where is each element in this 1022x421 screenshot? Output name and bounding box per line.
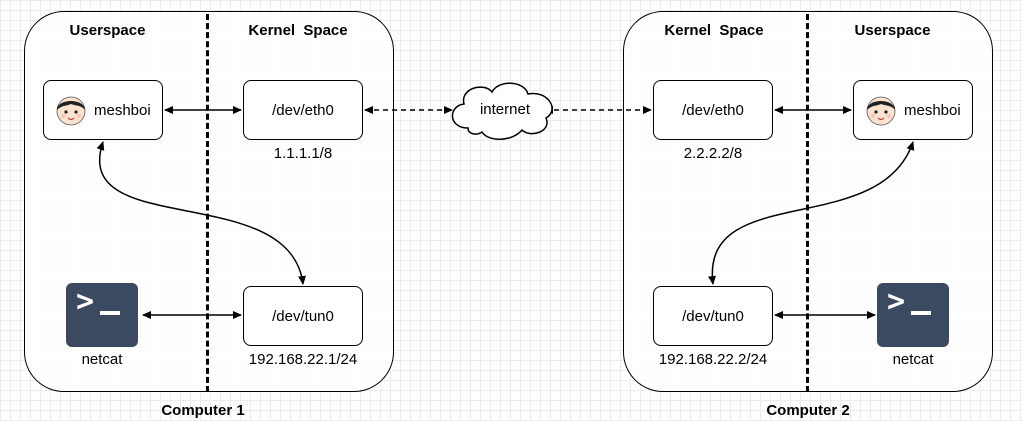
computer-2-tun0-label: /dev/tun0 [682, 307, 744, 325]
computer-1-meshboi-label: meshboi [94, 101, 151, 119]
terminal-prompt-glyph: > [76, 284, 95, 319]
computer-2-eth0-node: /dev/eth0 [653, 80, 773, 140]
computer-2-label: Computer 2 [766, 402, 850, 419]
internet-label: internet [479, 101, 531, 118]
computer-1-terminal-icon: > [66, 283, 138, 347]
computer-1-userspace-label: Userspace [69, 22, 146, 39]
terminal-cursor-glyph [911, 311, 931, 315]
computer-2-tun0-node: /dev/tun0 [653, 286, 773, 346]
link-meshboi1-tun0 [96, 141, 306, 285]
computer-1-eth0-node: /dev/eth0 [243, 80, 363, 140]
computer-1-tun0-ip: 192.168.22.1/24 [248, 351, 358, 368]
computer-1-tun0-node: /dev/tun0 [243, 286, 363, 346]
computer-2-tun0-ip: 192.168.22.2/24 [658, 351, 768, 368]
boy-avatar-icon [866, 96, 896, 126]
terminal-prompt-glyph: > [887, 284, 906, 319]
link-meshboi2-tun0 [708, 141, 915, 285]
computer-2-meshboi-label: meshboi [904, 101, 961, 119]
cloud-icon [451, 82, 553, 140]
computer-2-eth0-label: /dev/eth0 [682, 101, 744, 119]
computer-2-terminal-icon: > [877, 283, 949, 347]
computer-1-label: Computer 1 [161, 402, 245, 419]
terminal-cursor-glyph [100, 311, 120, 315]
computer-2-netcat-label: netcat [892, 351, 934, 368]
computer-1-kernel-space-label: Kernel Space [248, 22, 348, 39]
boy-avatar-icon [56, 96, 86, 126]
computer-1-eth0-label: /dev/eth0 [272, 101, 334, 119]
computer-1-netcat-label: netcat [81, 351, 123, 368]
computer-2-kernel-space-label: Kernel Space [664, 22, 764, 39]
computer-2-userspace-label: Userspace [854, 22, 931, 39]
computer-1-meshboi-node: meshboi [43, 80, 163, 140]
computer-1-tun0-label: /dev/tun0 [272, 307, 334, 325]
computer-2-meshboi-node: meshboi [853, 80, 973, 140]
